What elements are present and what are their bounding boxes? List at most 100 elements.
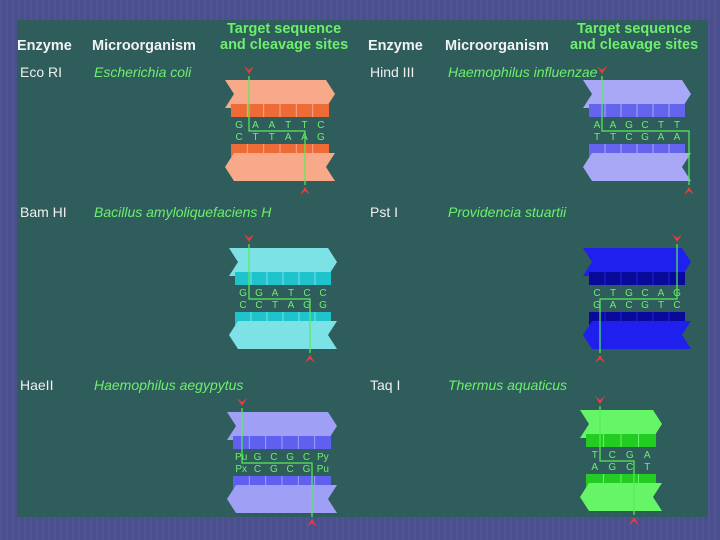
top-base: C xyxy=(609,450,616,461)
organism-label-hindiii: Haemophilus influenzae xyxy=(448,64,598,80)
top-strand xyxy=(583,80,691,108)
top-base: G xyxy=(626,450,634,461)
top-base: G xyxy=(235,120,243,131)
bottom-base: T xyxy=(269,132,275,143)
top-base: T xyxy=(285,120,291,131)
bottom-strand xyxy=(225,153,335,181)
top-strand xyxy=(583,248,691,276)
top-cut-arrow xyxy=(244,234,254,242)
header-target-left-line1: Target sequence xyxy=(227,21,342,37)
organism-label-taqi: Thermus aquaticus xyxy=(448,377,568,393)
bottom-strand xyxy=(227,485,337,513)
bottom-base: T xyxy=(658,300,664,311)
top-base: C xyxy=(641,288,648,299)
top-base: A xyxy=(610,120,617,131)
top-cut-arrow xyxy=(237,398,247,406)
top-base: T xyxy=(592,450,598,461)
top-base: T xyxy=(674,120,680,131)
top-cut-arrow xyxy=(244,66,254,74)
cleavage-line xyxy=(601,76,690,185)
bottom-base: C xyxy=(255,300,262,311)
cleavage-line xyxy=(241,408,313,517)
bottom-base: A xyxy=(658,132,665,143)
top-base: C xyxy=(303,288,310,299)
bottom-cut-arrow xyxy=(595,355,605,363)
top-base: A xyxy=(658,288,665,299)
top-base: G xyxy=(255,288,263,299)
enzyme-label-psti: Pst I xyxy=(370,204,399,220)
header-target-right-line2: and cleavage sites xyxy=(570,37,699,53)
top-base: Py xyxy=(317,452,329,463)
bottom-base: C xyxy=(287,464,294,475)
top-base: T xyxy=(658,120,664,131)
top-base: T xyxy=(288,288,294,299)
top-base: G xyxy=(625,120,633,131)
enzyme-label-haeii: HaeII xyxy=(20,377,54,393)
organism-label-psti: Providencia stuartii xyxy=(448,204,567,220)
header-enzyme-left: Enzyme xyxy=(17,38,72,54)
top-base: A xyxy=(272,288,279,299)
cleavage-line xyxy=(599,406,635,515)
top-strand xyxy=(225,80,335,108)
bottom-base: G xyxy=(593,300,601,311)
top-cut-arrow xyxy=(595,396,605,404)
top-cut-arrow xyxy=(672,234,682,242)
bottom-cut-arrow xyxy=(305,355,315,363)
bottom-base: G xyxy=(303,464,311,475)
top-base: C xyxy=(593,288,600,299)
bottom-base: Px xyxy=(235,464,247,475)
bottom-base: A xyxy=(674,132,681,143)
top-base: G xyxy=(239,288,247,299)
bottom-strand xyxy=(583,153,691,181)
cleavage-line xyxy=(599,244,678,353)
top-base: G xyxy=(625,288,633,299)
bottom-base: G xyxy=(303,300,311,311)
header-target-left: Target sequence and cleavage sites xyxy=(220,21,348,53)
bottom-cut-arrow xyxy=(307,519,317,527)
bottom-base: G xyxy=(317,132,325,143)
header-target-right: Target sequence and cleavage sites xyxy=(570,21,698,53)
top-base: G xyxy=(254,452,262,463)
top-strand xyxy=(227,412,337,440)
top-base: C xyxy=(319,288,326,299)
enzyme-table-panel: Enzyme Microorganism Target sequence and… xyxy=(17,20,708,527)
top-base: C xyxy=(303,452,310,463)
bottom-base: Pu xyxy=(317,464,329,475)
header-microorganism-right: Microorganism xyxy=(445,38,549,54)
cleavage-line xyxy=(248,244,311,353)
bottom-base: G xyxy=(608,462,616,473)
bottom-base: C xyxy=(673,300,680,311)
bottom-base: A xyxy=(285,132,292,143)
bottom-strand xyxy=(583,321,691,349)
bottom-base: C xyxy=(626,462,633,473)
cleavage-line xyxy=(248,76,306,185)
bottom-base: A xyxy=(288,300,295,311)
top-base: A xyxy=(252,120,259,131)
header-enzyme-right: Enzyme xyxy=(368,38,423,54)
bottom-base: G xyxy=(319,300,327,311)
bottom-base: C xyxy=(625,132,632,143)
bottom-base: T xyxy=(594,132,600,143)
enzyme-label-hindiii: Hind III xyxy=(370,64,415,80)
top-cut-arrow xyxy=(597,66,607,74)
bottom-base: A xyxy=(591,462,598,473)
top-base: A xyxy=(644,450,651,461)
top-base: C xyxy=(317,120,324,131)
enzyme-label-taqi: Taq I xyxy=(370,377,401,393)
top-strand xyxy=(229,248,337,276)
bottom-base: C xyxy=(236,132,243,143)
bottom-base: G xyxy=(641,132,649,143)
top-base: A xyxy=(268,120,275,131)
bottom-cut-arrow xyxy=(684,187,694,195)
header-target-right-line1: Target sequence xyxy=(577,21,692,37)
top-base: T xyxy=(301,120,307,131)
bottom-base: G xyxy=(641,300,649,311)
bottom-base: A xyxy=(610,300,617,311)
bottom-base: G xyxy=(270,464,278,475)
top-base: G xyxy=(286,452,294,463)
organism-label-bamhi: Bacillus amyloliquefaciens H xyxy=(94,204,272,220)
top-base: C xyxy=(641,120,648,131)
